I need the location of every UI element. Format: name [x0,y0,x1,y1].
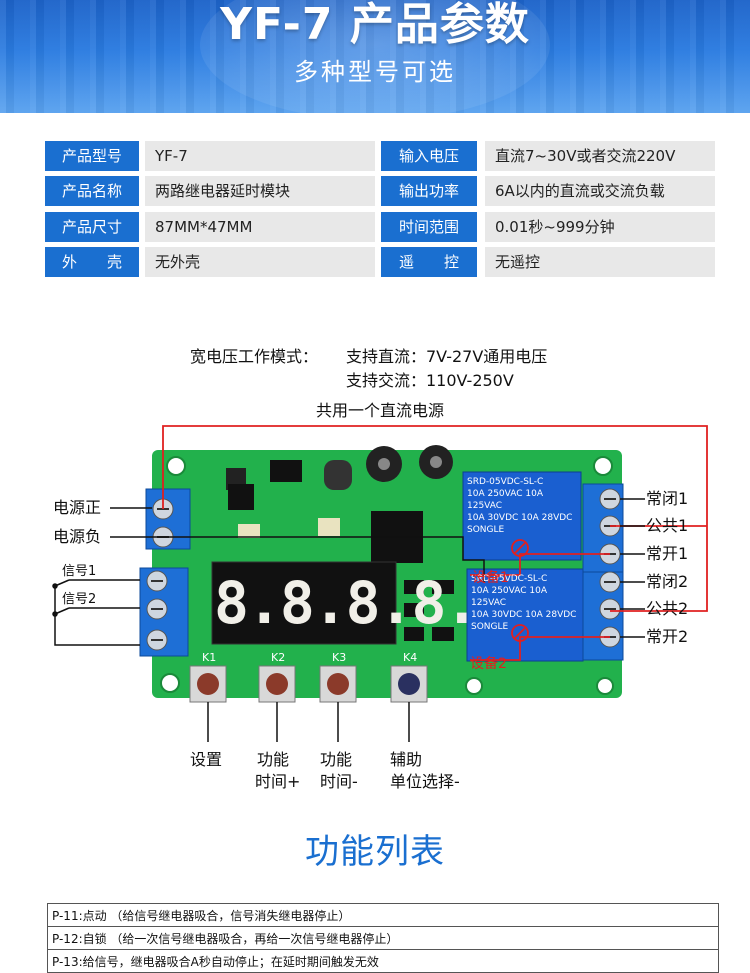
transistor [404,580,424,594]
spec-value: 两路继电器延时模块 [145,176,375,206]
signal-switches [52,579,70,617]
caption-aux-1: 辅助 [390,750,423,769]
leader-lines [54,498,645,742]
table-row: P-11:点动 （给信号继电器吸合，信号消失继电器停止） [47,903,719,927]
relay-brand: SONGLE [471,622,509,632]
relay-model: SRD-05VDC-SL-C [471,574,548,584]
spec-key: 产品尺寸 [45,212,139,242]
display-digits: 8.8.8.8. [214,569,479,637]
spec-key: 产品名称 [45,176,139,206]
button-k2-cap [266,673,288,695]
device2-label: 设备2 [470,656,507,672]
inductor [324,460,352,490]
power-negative-label: 电源负 [53,527,102,546]
spec-value: 无遥控 [485,247,715,277]
device1-label: 设备1 [472,570,509,586]
ac-support: 支持交流：110V-250V [346,371,514,390]
caption-func-plus-2: 时间+ [255,772,301,791]
relay2-label: SRD-05VDC-SL-C 10A 250VAC 10A 125VAC 10A… [471,573,581,633]
mount-hole [166,456,186,476]
bridge-rectifier [228,484,254,510]
com2-label: 公共2 [646,599,689,618]
function-row: P-11:点动 （给信号继电器吸合，信号消失继电器停止） [47,903,719,927]
transistor [404,603,424,617]
relay-spec: 10A 30VDC 10A 28VDC [471,610,577,620]
relay-model: SRD-05VDC-SL-C [467,477,544,487]
spec-row-name: 产品名称 两路继电器延时模块 [45,176,375,206]
mode-label: 宽电压工作模式： [190,347,319,366]
nc2-label: 常闭2 [646,572,689,591]
signal2-label: 信号2 [62,592,97,607]
relay-spec: 10A 250VAC 10A 125VAC [471,586,547,608]
k4-label: K4 [403,651,418,664]
caption-func-minus-2: 时间- [320,772,358,791]
function-list-title: 功能列表 [305,832,445,872]
seven-segment-display [211,561,397,645]
signal1-label: 信号1 [62,564,97,579]
spec-key: 时间范围 [381,212,477,242]
spec-key: 产品型号 [45,141,139,171]
dc-support: 支持直流：7V-27V通用电压 [346,347,548,366]
shared-power-label: 共用一个直流电源 [316,401,445,420]
spec-row-time-range: 时间范围 0.01秒~999分钟 [381,212,715,242]
table-row: P-13:给信号，继电器吸合A秒自动停止；在延时期间触发无效 [47,949,719,973]
spec-value: 87MM*47MM [145,212,375,242]
header-banner: YF-7 产品参数 多种型号可选 [0,0,750,113]
function-row: P-13:给信号，继电器吸合A秒自动停止；在延时期间触发无效 [47,949,719,973]
spec-key: 输入电压 [381,141,477,171]
k3-label: K3 [332,651,347,664]
resistor [238,524,260,538]
relay-spec: 10A 30VDC 10A 28VDC [467,513,573,523]
spec-row-model: 产品型号 YF-7 [45,141,375,171]
page-title: YF-7 产品参数 [220,0,530,50]
mount-hole [593,456,613,476]
red-wiring [162,425,708,661]
resistor [318,518,340,536]
mount-hole [465,677,483,695]
caption-aux-2: 单位选择- [390,772,460,791]
com1-label: 公共1 [646,516,689,535]
spec-row-remote: 遥 控 无遥控 [381,247,715,277]
k1-label: K1 [202,651,217,664]
nc1-label: 常闭1 [646,489,689,508]
spec-value: 6A以内的直流或交流负载 [485,176,715,206]
spec-value: YF-7 [145,141,375,171]
button-k4-cap [398,673,420,695]
spec-row-output-power: 输出功率 6A以内的直流或交流负载 [381,176,715,206]
banner-background [0,0,750,113]
spec-value: 无外壳 [145,247,375,277]
button-k1-cap [197,673,219,695]
transistor [404,627,424,641]
regulator-chip [270,460,302,482]
caption-set: 设置 [190,750,223,769]
power-positive-label: 电源正 [53,498,102,517]
table-row: P-12:自锁 （给一次信号继电器吸合，再给一次信号继电器停止） [47,926,719,950]
relay1-label: SRD-05VDC-SL-C 10A 250VAC 10A 125VAC 10A… [467,476,577,536]
caption-func-plus-1: 功能 [257,750,290,769]
no1-label: 常开1 [646,544,689,563]
spec-key: 输出功率 [381,176,477,206]
spec-value: 0.01秒~999分钟 [485,212,715,242]
k2-label: K2 [271,651,286,664]
mount-hole [596,677,614,695]
page-subtitle: 多种型号可选 [294,58,456,86]
relay-2 [466,568,584,662]
mount-hole [160,673,180,693]
spec-row-size: 产品尺寸 87MM*47MM [45,212,375,242]
banner-glow [200,0,550,113]
spec-row-shell: 外 壳 无外壳 [45,247,375,277]
spec-row-input-voltage: 输入电压 直流7~30V或者交流220V [381,141,715,171]
relay-brand: SONGLE [467,525,505,535]
caption-func-minus-1: 功能 [320,750,353,769]
function-row: P-12:自锁 （给一次信号继电器吸合，再给一次信号继电器停止） [47,926,719,950]
button-k4-body [390,665,428,703]
relay-spec: 10A 250VAC 10A 125VAC [467,489,543,511]
button-k3-cap [327,673,349,695]
spec-key: 外 壳 [45,247,139,277]
function-list-table: P-11:点动 （给信号继电器吸合，信号消失继电器停止） P-12:自锁 （给一… [47,903,719,973]
spec-value: 直流7~30V或者交流220V [485,141,715,171]
spec-key: 遥 控 [381,247,477,277]
no2-label: 常开2 [646,627,689,646]
